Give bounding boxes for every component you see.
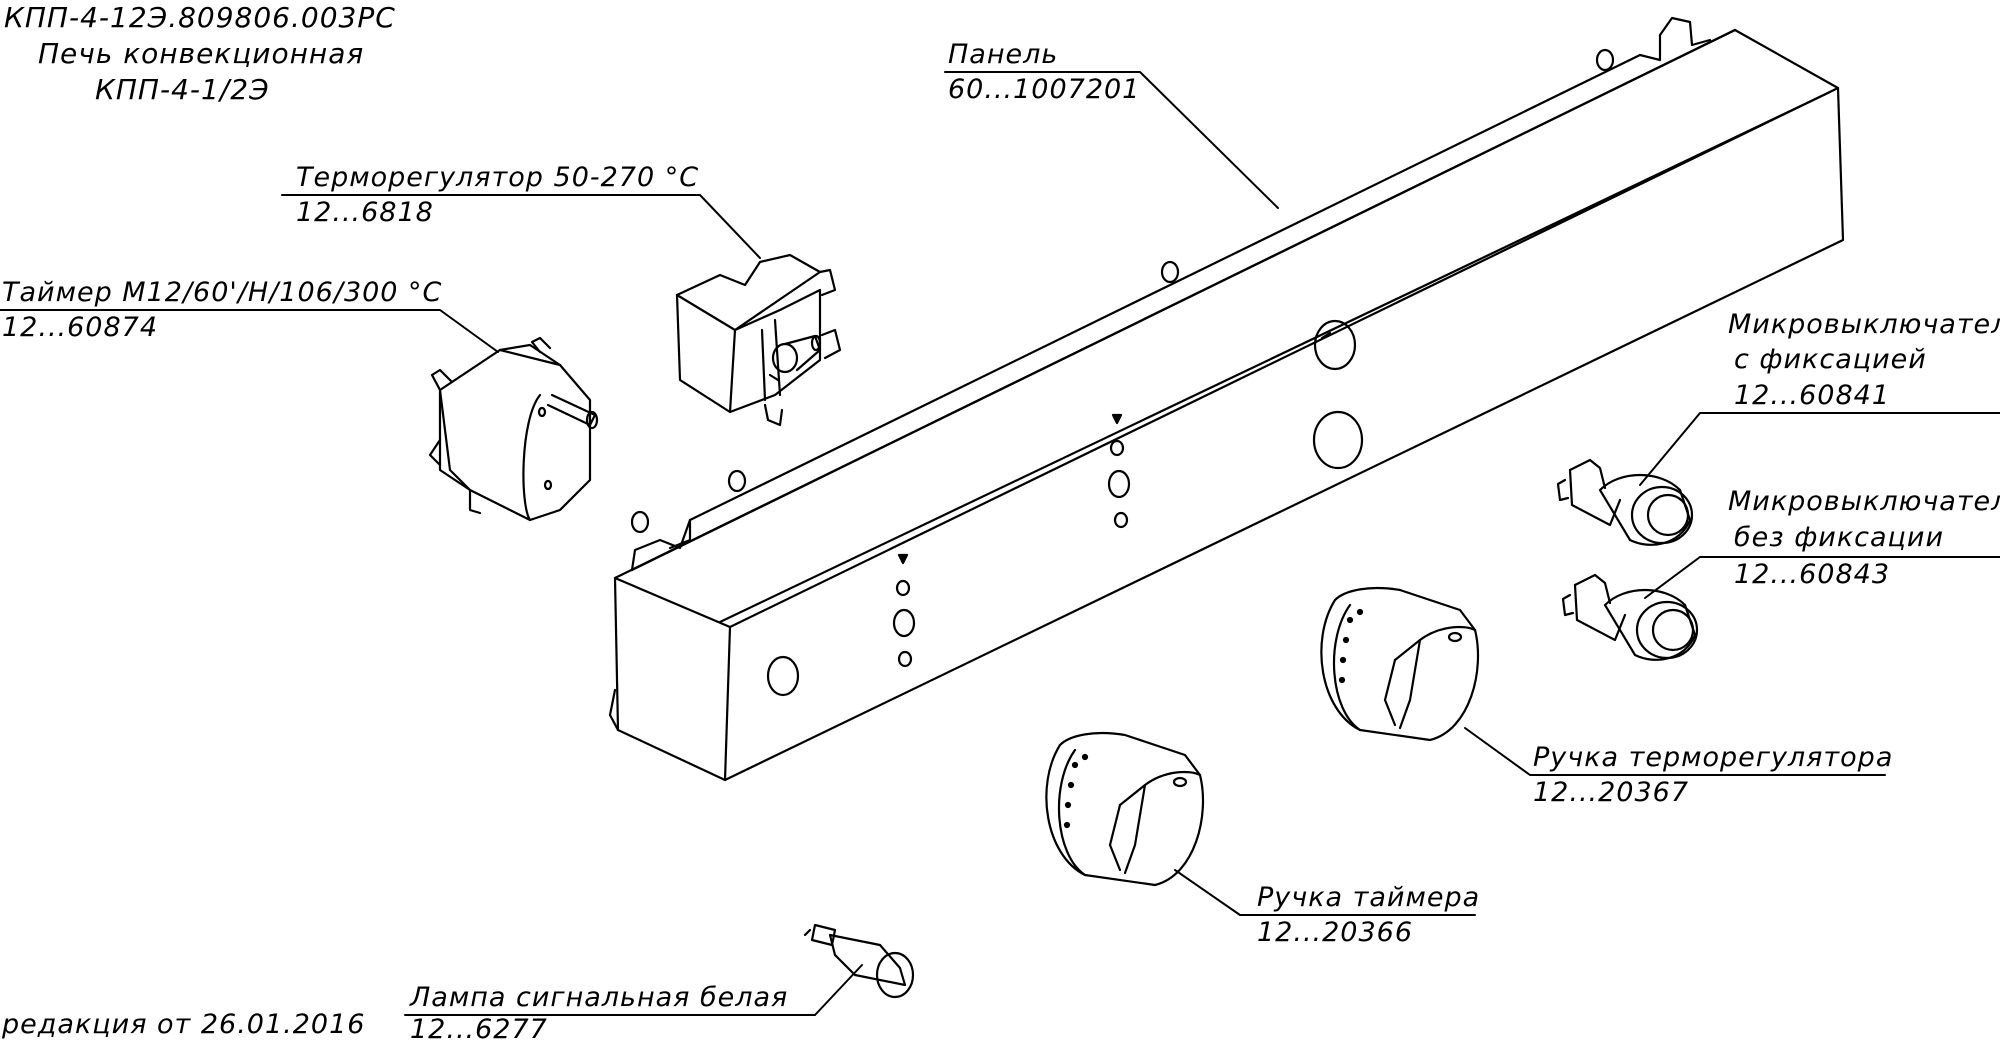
microswitch-fixed-label-1: Микровыключатель <box>1728 309 2000 340</box>
microswitch-fixed-code: 12...60841 <box>1734 380 1890 411</box>
revision-date: редакция от 26.01.2016 <box>2 1009 366 1040</box>
panel-drawing <box>608 16 1845 782</box>
microswitch-momentary-label-1: Микровыключатель <box>1728 486 2000 517</box>
timer-drawing <box>428 336 599 522</box>
leader-lines <box>0 71 2000 1016</box>
thermostat-knob-drawing <box>1320 586 1480 742</box>
timer-knob-label: Ручка таймера <box>1257 882 1481 913</box>
timer-knob-code: 12...20366 <box>1257 917 1413 948</box>
timer-label: Таймер М12/60'/Н/106/300 °С <box>2 277 443 308</box>
signal-lamp-code: 12...6277 <box>410 1014 548 1045</box>
panel-label: Панель <box>948 39 1059 70</box>
timer-knob-drawing <box>1045 731 1205 887</box>
thermostat-code: 12...6818 <box>296 197 434 228</box>
thermostat-knob-code: 12...20367 <box>1533 777 1689 808</box>
microswitch-fixed-drawing <box>1556 458 1694 546</box>
thermostat-drawing <box>675 253 842 427</box>
microswitch-fixed-label-2: с фиксацией <box>1734 344 1927 375</box>
microswitch-momentary-drawing <box>1561 573 1699 661</box>
product-model: КПП-4-1/2Э <box>95 73 270 106</box>
microswitch-momentary-code: 12...60843 <box>1734 559 1890 590</box>
timer-code: 12...60874 <box>2 312 158 343</box>
panel-code: 60...1007201 <box>948 74 1141 105</box>
thermostat-knob-label: Ручка терморегулятора <box>1533 742 1894 773</box>
signal-lamp-drawing <box>803 923 915 999</box>
microswitch-momentary-label-2: без фиксации <box>1734 522 1945 553</box>
thermostat-label: Терморегулятор 50-270 °С <box>296 162 700 193</box>
signal-lamp-label: Лампа сигнальная белая <box>410 982 789 1013</box>
product-name: Печь конвекционная <box>38 37 365 70</box>
doc-code: КПП-4-12Э.809806.003РС <box>4 1 396 34</box>
